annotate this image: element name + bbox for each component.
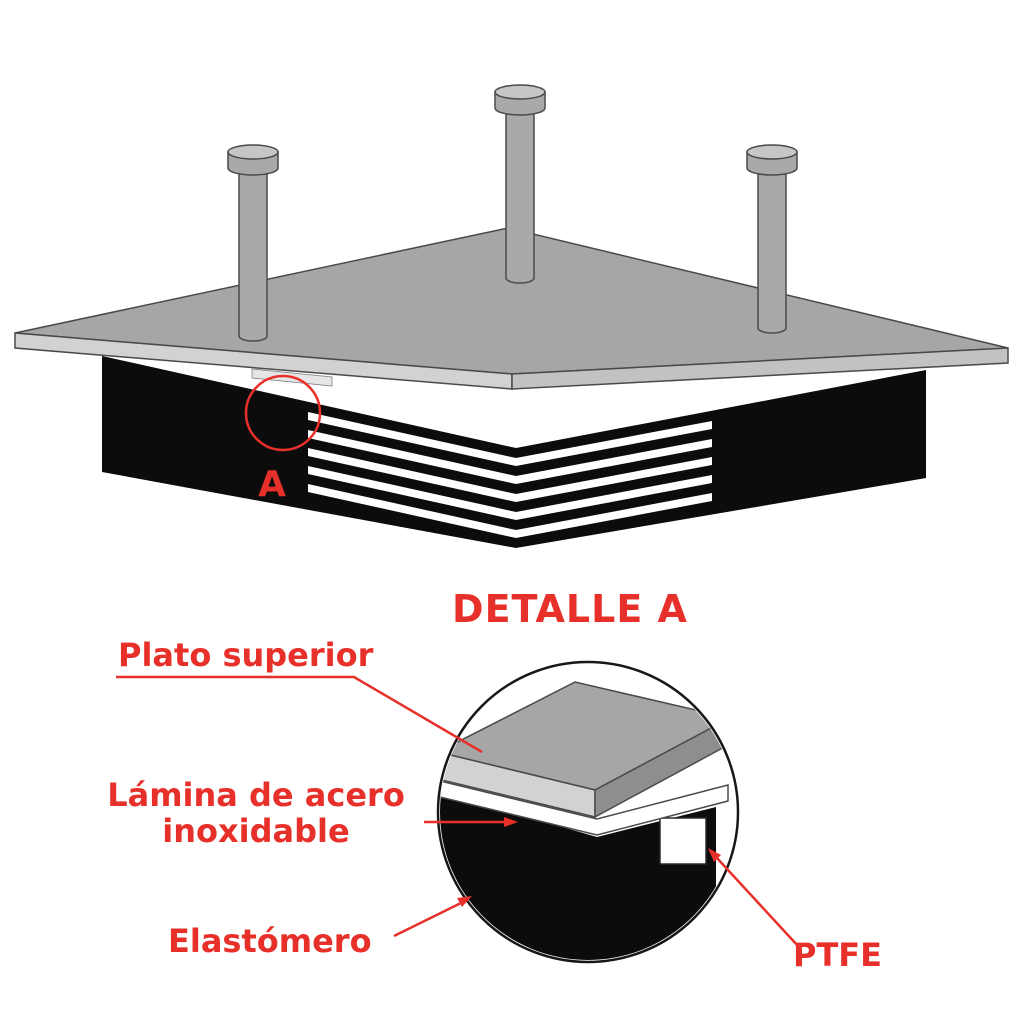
lamination-stripe <box>308 412 712 466</box>
callouts: Plato superior Lámina de acero inoxidabl… <box>107 636 882 974</box>
steel-sheet-label-line1: Lámina de acero <box>107 776 405 814</box>
dowel-cap-top <box>494 84 546 100</box>
anchor-dowel-right <box>746 144 798 334</box>
detail-marker-circle <box>244 374 322 452</box>
dowel-shaft <box>505 113 535 284</box>
detail-view-circle <box>436 660 740 964</box>
callout-steel-sheet: Lámina de acero inoxidable <box>107 776 518 850</box>
elastomer-block <box>102 356 926 548</box>
detail-ptfe-pad <box>659 817 707 865</box>
lamination-stripe <box>308 430 712 484</box>
callout-ptfe: PTFE <box>708 848 882 974</box>
lamination-stripe <box>308 448 712 502</box>
elastomer-arrowhead <box>457 896 472 907</box>
bearing-isometric-view: A <box>14 84 1009 548</box>
elastomer-label: Elastómero <box>168 922 372 960</box>
top-plate-leader-line <box>116 675 483 754</box>
detail-marker: A <box>244 374 322 505</box>
lamination-stripe <box>308 484 712 538</box>
dowel-shaft <box>757 173 787 334</box>
ptfe-arrowhead <box>708 848 721 862</box>
anchor-dowels <box>227 84 798 342</box>
steel-sheet-label-line2: inoxidable <box>162 812 349 850</box>
callout-top-plate: Plato superior <box>116 636 483 754</box>
ptfe-leader-line <box>715 856 799 947</box>
elastomer-body <box>102 356 926 548</box>
detail-view-content <box>440 681 733 960</box>
dowel-cap-top <box>746 144 798 160</box>
dowel-cap-top <box>227 144 279 160</box>
top-plate-label: Plato superior <box>118 636 374 674</box>
lamination-stripe <box>308 466 712 520</box>
detail-title: DETALLE A <box>452 587 688 631</box>
anchor-dowel-left <box>227 144 279 342</box>
elastomer-leader-line <box>393 901 462 938</box>
steel-sheet-arrowhead <box>504 817 518 827</box>
callout-elastomer: Elastómero <box>168 896 472 960</box>
ptfe-label: PTFE <box>793 936 882 974</box>
dowel-shaft <box>238 173 268 342</box>
anchor-dowel-center <box>494 84 546 284</box>
top-plate-front-right-edge <box>511 347 1009 390</box>
detail-steel-sheet <box>440 780 729 836</box>
detail-marker-label: A <box>258 464 286 505</box>
detail-elastomer <box>440 788 716 960</box>
detail-view <box>436 660 740 964</box>
